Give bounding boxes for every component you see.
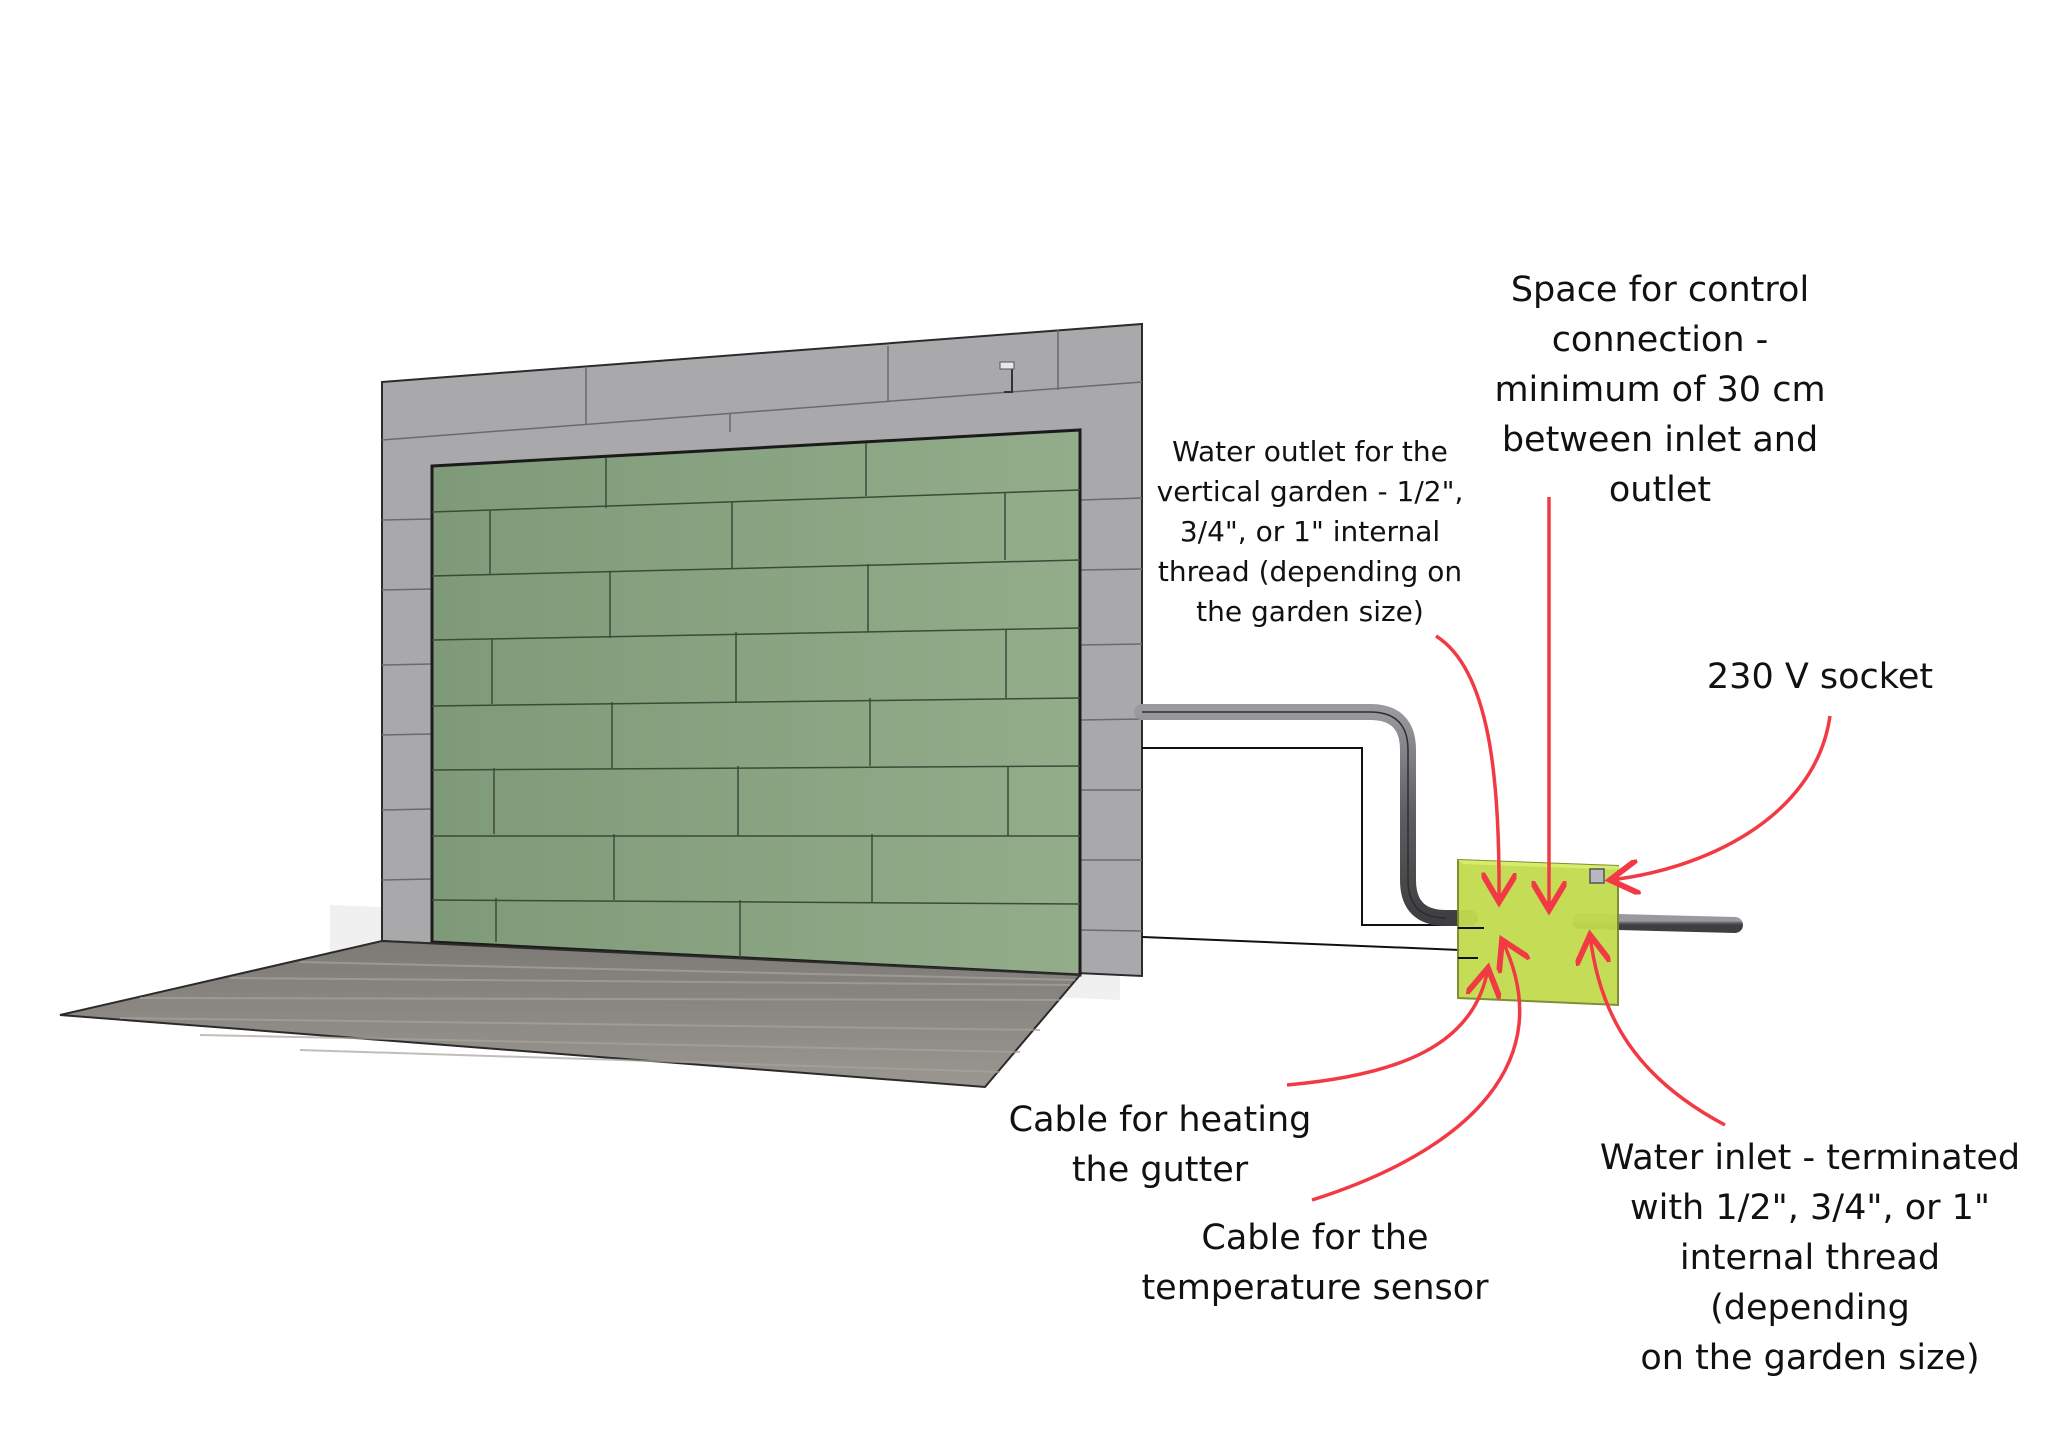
label-heating-cable: Cable for heating the gutter (1008, 1100, 1312, 1190)
label-water-outlet: Water outlet for the vertical garden - 1… (1156, 435, 1464, 628)
arrow-water-outlet (1435, 634, 1499, 902)
outlet-pipe (1134, 704, 1478, 926)
arrow-heating-cable (1286, 968, 1488, 1087)
arrow-socket (1610, 715, 1832, 880)
annotation-arrows (1286, 497, 1832, 1202)
power-socket-icon (1589, 868, 1605, 884)
label-temperature-cable: Cable for the temperature sensor (1141, 1218, 1489, 1308)
label-control-space: Space for control connection - minimum o… (1494, 270, 1826, 510)
floor-pavement (59, 939, 1083, 1089)
cables (1141, 747, 1461, 951)
label-water-inlet: Water inlet - terminated with 1/2", 3/4"… (1599, 1138, 2021, 1378)
label-230v-socket: 230 V socket (1706, 657, 1934, 697)
arrow-water-inlet (1590, 935, 1726, 1127)
arrow-temperature-cable (1311, 940, 1520, 1202)
vertical-garden-panel (430, 428, 1082, 977)
